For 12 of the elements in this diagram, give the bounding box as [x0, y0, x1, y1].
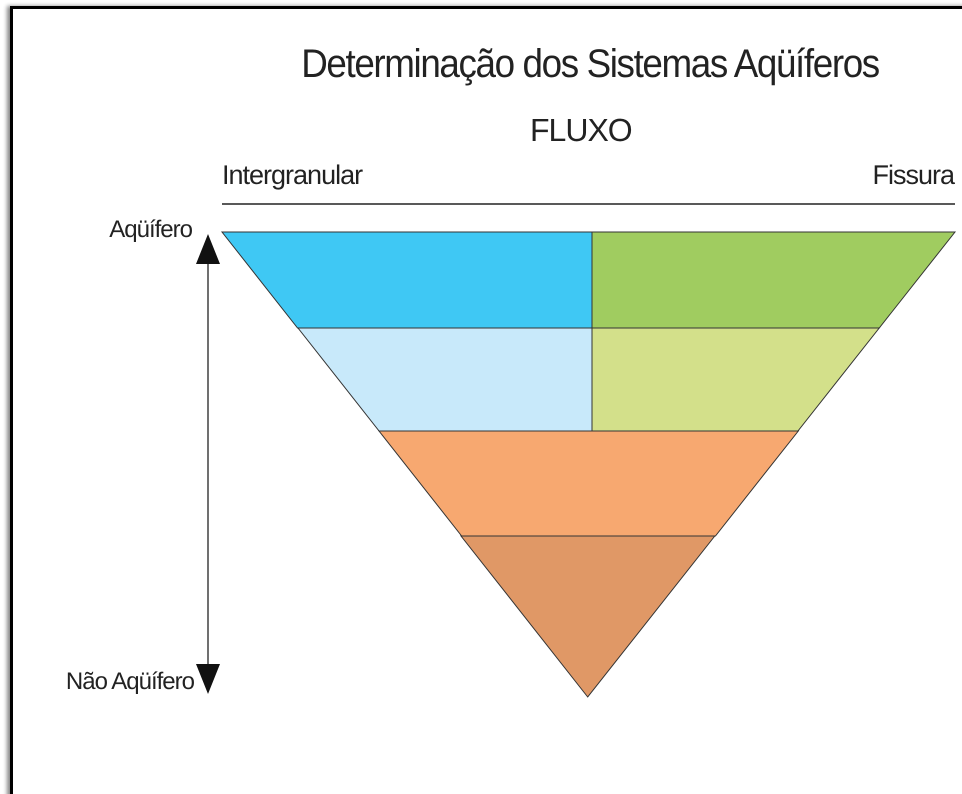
axis-label: Fissura — [872, 160, 954, 191]
layer-trapezoid — [592, 328, 880, 431]
axis-label: Não Aqüífero — [66, 668, 194, 696]
layer-trapezoid — [378, 431, 798, 536]
axis-label: Aqüífero — [109, 216, 192, 244]
subtitle: FLUXO — [530, 112, 632, 149]
layer-triangle — [461, 536, 716, 697]
axis-label: Intergranular — [222, 160, 362, 191]
title: Determinação dos Sistemas Aqüíferos — [300, 42, 880, 87]
layer-trapezoid — [592, 232, 955, 328]
layer-trapezoid — [298, 328, 592, 431]
layer-trapezoid — [222, 232, 592, 328]
